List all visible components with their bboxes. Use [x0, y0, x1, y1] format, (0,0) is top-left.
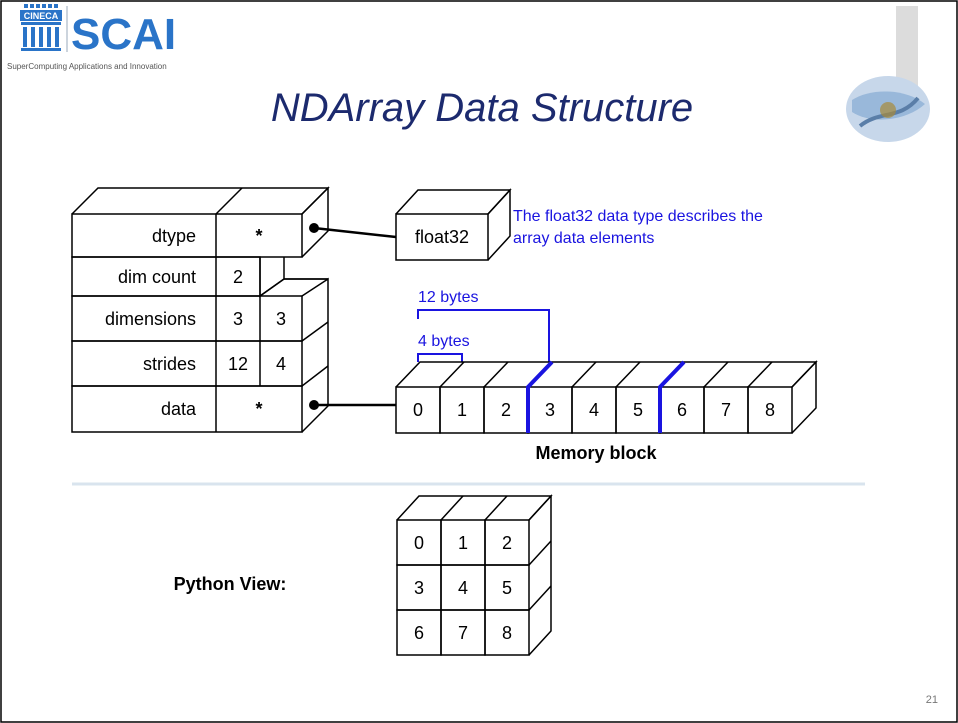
logo-tagline: SuperComputing Applications and Innovati… [7, 62, 167, 71]
struct-top-divider [215, 187, 243, 215]
page-number: 21 [926, 694, 938, 706]
struct-dtype-side [301, 186, 329, 258]
memory-cell-top-edge [703, 361, 729, 388]
grid-cell-value: 6 [414, 623, 424, 643]
grid-side-edge [528, 540, 552, 566]
row-boundary-marker [526, 360, 554, 433]
struct-value-dtype-pointer: * [255, 226, 262, 246]
grid-cell-value: 8 [502, 623, 512, 643]
ndarray-struct [71, 186, 330, 433]
memory-cell-top-edge [747, 361, 773, 388]
struct-lower-side [301, 277, 329, 433]
memory-cell-top-edge [439, 361, 465, 388]
cineca-label-bg [20, 10, 62, 21]
dtype-box-label: float32 [415, 227, 469, 247]
python-view-label: Python View: [174, 574, 287, 594]
memory-cell-top-edge [615, 361, 641, 388]
memory-cell [747, 386, 793, 434]
scai-wordmark: SCAI [71, 10, 176, 59]
grid-top-edge [440, 495, 464, 521]
memory-caption: Memory block [535, 443, 657, 463]
struct-label-dimcount: dim count [118, 267, 196, 287]
dtype-pointer-line [313, 226, 397, 239]
struct-side-line [301, 365, 329, 387]
cineca-building-icon [21, 4, 61, 51]
grid-cell-value: 4 [458, 578, 468, 598]
memory-cell-value: 4 [589, 400, 599, 420]
memory-cell-top-edge [571, 361, 597, 388]
struct-label-data: data [161, 399, 197, 419]
cineca-scai-logo: CINECA SCAI SuperComputing Applications … [7, 4, 176, 71]
struct-value-strides-1: 4 [276, 354, 286, 374]
brace-4-bytes [417, 353, 463, 362]
memory-cell-value: 6 [677, 400, 687, 420]
header-bar [896, 6, 918, 101]
grid-side-face [528, 494, 552, 656]
memory-block: 0 1 2 3 4 5 6 7 8 [395, 360, 818, 434]
struct-value-dimcount: 2 [233, 267, 243, 287]
byte-braces [417, 309, 550, 362]
grid-cell-value: 3 [414, 578, 424, 598]
grid-cell-value: 7 [458, 623, 468, 643]
grid-cell-value: 5 [502, 578, 512, 598]
grid-cell-value: 2 [502, 533, 512, 553]
dtype-note-line1: The float32 data type describes the [513, 208, 763, 225]
memory-cell-value: 7 [721, 400, 731, 420]
struct-label-strides: strides [143, 354, 196, 374]
struct-row-data [71, 385, 303, 433]
dtype-box-front [395, 213, 489, 261]
memory-cell-value: 2 [501, 400, 511, 420]
slide-title: NDArray Data Structure [271, 86, 693, 130]
grid-side-edge [528, 585, 552, 611]
grid-cell [484, 609, 530, 656]
dtype-box [395, 188, 512, 261]
memory-side-face [791, 360, 817, 434]
struct-dim-top [259, 278, 328, 297]
brace-12-label: 12 bytes [418, 289, 478, 306]
struct-label-dtype: dtype [152, 226, 196, 246]
memory-cell-value: 1 [457, 400, 467, 420]
struct-label-dimensions: dimensions [105, 309, 196, 329]
grid-cell-value: 0 [414, 533, 424, 553]
struct-labels: dtype * dim count 2 dimensions 3 3 strid… [105, 226, 286, 419]
row-boundary-marker [658, 360, 686, 433]
struct-value-dimensions-0: 3 [233, 309, 243, 329]
brace-4-label: 4 bytes [418, 333, 470, 350]
struct-value-strides-0: 12 [228, 354, 248, 374]
memory-cell-value: 5 [633, 400, 643, 420]
dtype-note-line2: array data elements [513, 230, 654, 247]
struct-value-data-pointer: * [255, 399, 262, 419]
pointer-connectors [309, 223, 397, 410]
memory-cell-value: 8 [765, 400, 775, 420]
grid-top-edge [484, 495, 508, 521]
struct-value-dimensions-1: 3 [276, 309, 286, 329]
brace-12-bytes [417, 309, 550, 362]
memory-cell-value: 0 [413, 400, 423, 420]
memory-cell-top-edge [483, 361, 509, 388]
python-view-grid: 0 1 2 3 4 5 6 7 8 [396, 494, 553, 656]
dtype-box-side [487, 188, 511, 261]
memory-cell-value: 3 [545, 400, 555, 420]
grid-cell-value: 1 [458, 533, 468, 553]
cineca-label: CINECA [24, 11, 59, 21]
header-ornament [846, 6, 930, 142]
struct-side-line [301, 321, 329, 342]
ribbon-emblem [880, 102, 896, 118]
